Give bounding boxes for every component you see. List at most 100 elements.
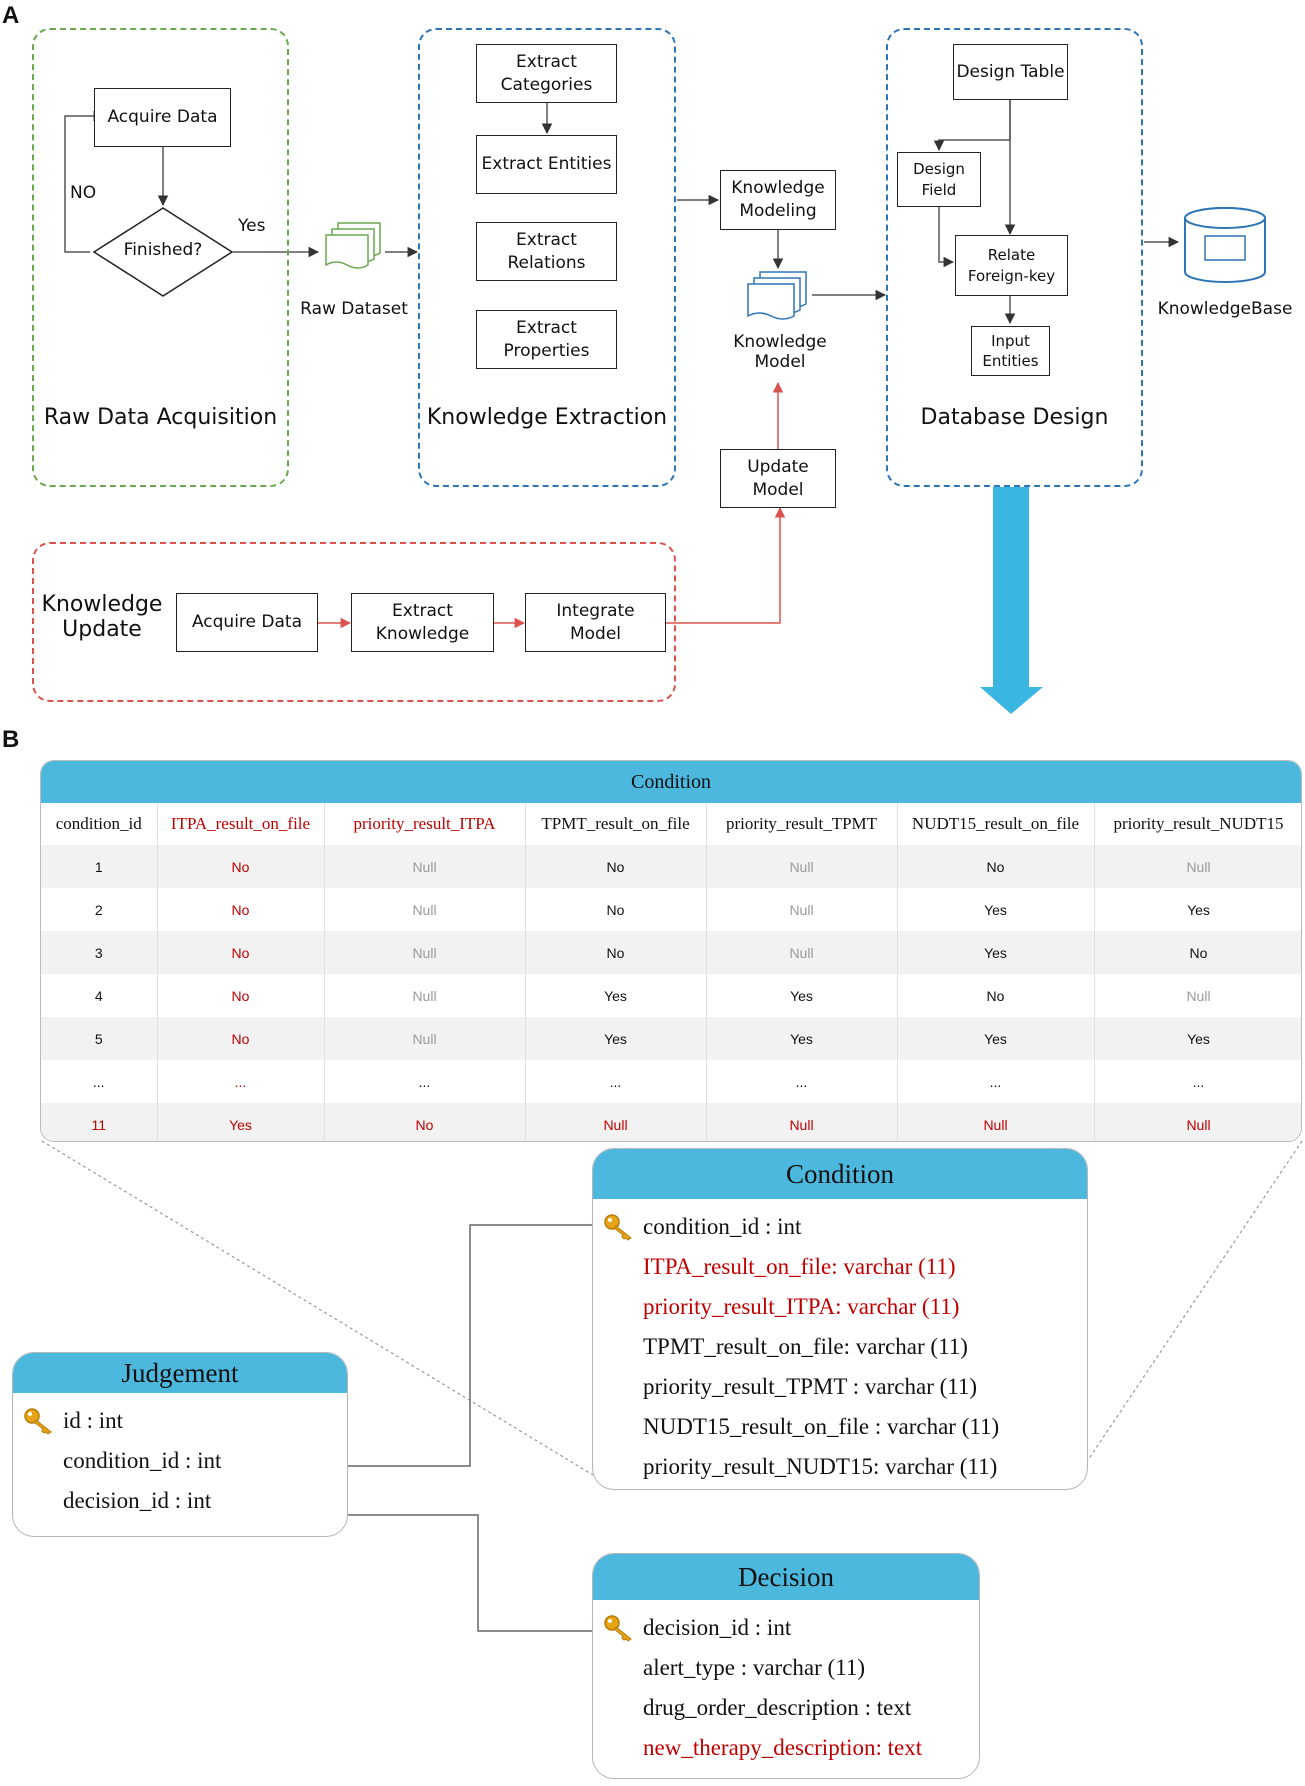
table-cell: Yes	[1094, 1017, 1301, 1060]
table-cell: ...	[1094, 1060, 1301, 1103]
raw-data-acquisition-title: Raw Data Acquisition	[43, 405, 278, 430]
panel-label-b: B	[2, 726, 20, 753]
field-label: priority_result_NUDT15: varchar (11)	[643, 1454, 998, 1479]
entity-field: drug_order_description : text	[593, 1688, 979, 1728]
condition-entity-title: Condition	[593, 1149, 1087, 1199]
table-cell: Null	[706, 931, 898, 974]
table-cell: No	[525, 845, 707, 888]
table-cell: Null	[324, 845, 526, 888]
table-cell: ...	[41, 1060, 158, 1103]
column-header: ITPA_result_on_file	[157, 803, 325, 845]
entity-field: priority_result_ITPA: varchar (11)	[593, 1287, 1087, 1327]
extract-knowledge-box: Extract Knowledge	[351, 593, 494, 652]
table-cell: ...	[897, 1060, 1095, 1103]
entity-field: priority_result_NUDT15: varchar (11)	[593, 1447, 1087, 1487]
database-design-title: Database Design	[920, 405, 1109, 430]
knowledge-extraction-group	[418, 28, 676, 487]
field-label: alert_type : varchar (11)	[643, 1655, 866, 1680]
entity-field: id : int	[13, 1401, 347, 1441]
table-cell: No	[157, 888, 325, 931]
extract-entities-box: Extract Entities	[476, 135, 617, 194]
raw-dataset-label: Raw Dataset	[300, 299, 408, 319]
no-label: NO	[70, 183, 97, 203]
table-cell: Null	[706, 1103, 898, 1141]
field-label: ITPA_result_on_file: varchar (11)	[643, 1254, 956, 1279]
table-cell: Null	[1094, 1103, 1301, 1141]
entity-field: ITPA_result_on_file: varchar (11)	[593, 1247, 1087, 1287]
extract-categories-box: Extract Categories	[476, 44, 617, 103]
extract-relations-box: Extract Relations	[476, 222, 617, 281]
table-cell: Yes	[525, 974, 707, 1017]
table-cell: Null	[324, 931, 526, 974]
table-cell: No	[157, 845, 325, 888]
integrate-model-box: Integrate Model	[525, 593, 666, 652]
table-cell: ...	[525, 1060, 707, 1103]
judgement-entity-title: Judgement	[13, 1353, 347, 1393]
table-cell: ...	[324, 1060, 526, 1103]
table-cell: Null	[525, 1103, 707, 1141]
table-cell: No	[157, 974, 325, 1017]
design-field-box: Design Field	[897, 152, 981, 207]
yes-label: Yes	[238, 216, 266, 236]
decision-entity-fields: decision_id : int alert_type : varchar (1…	[593, 1600, 979, 1768]
table-cell: Null	[706, 845, 898, 888]
field-label: TPMT_result_on_file: varchar (11)	[643, 1334, 968, 1359]
field-label: NUDT15_result_on_file : varchar (11)	[643, 1414, 1000, 1439]
table-cell: No	[157, 931, 325, 974]
table-cell: Null	[1094, 845, 1301, 888]
entity-field: decision_id : int	[13, 1481, 347, 1521]
knowledge-modeling-box: Knowledge Modeling	[720, 170, 836, 230]
table-cell: No	[1094, 931, 1301, 974]
table-cell: 3	[41, 931, 158, 974]
panel-label-a: A	[2, 2, 20, 29]
entity-field: TPMT_result_on_file: varchar (11)	[593, 1327, 1087, 1367]
knowledge-extraction-title: Knowledge Extraction	[426, 405, 668, 430]
knowledge-update-group	[32, 542, 676, 702]
table-cell: Null	[706, 888, 898, 931]
database-icon	[1184, 207, 1266, 283]
table-cell: Yes	[897, 931, 1095, 974]
field-label: priority_result_TPMT : varchar (11)	[643, 1374, 978, 1399]
table-cell: Null	[324, 888, 526, 931]
document-stack-icon	[747, 271, 807, 320]
table-cell: Yes	[1094, 888, 1301, 931]
raw-data-acquisition-group	[32, 28, 289, 487]
entity-field: NUDT15_result_on_file : varchar (11)	[593, 1407, 1087, 1447]
database-design-group	[886, 28, 1143, 487]
field-label: decision_id : int	[643, 1615, 792, 1640]
table-cell: Yes	[525, 1017, 707, 1060]
finished-label: Finished?	[123, 240, 203, 260]
table-cell: No	[525, 888, 707, 931]
table-cell: No	[157, 1017, 325, 1060]
relate-foreign-key-box: Relate Foreign-key	[955, 235, 1068, 296]
table-cell: 1	[41, 845, 158, 888]
table-cell: ...	[157, 1060, 325, 1103]
table-cell: Yes	[706, 974, 898, 1017]
field-label: decision_id : int	[63, 1488, 212, 1513]
entity-field: alert_type : varchar (11)	[593, 1648, 979, 1688]
decision-entity-title: Decision	[593, 1554, 979, 1600]
column-header: priority_result_TPMT	[706, 803, 898, 845]
column-header: priority_result_ITPA	[324, 803, 526, 845]
field-label: drug_order_description : text	[643, 1695, 912, 1720]
table-cell: ...	[706, 1060, 898, 1103]
column-header: TPMT_result_on_file	[525, 803, 707, 845]
table-cell: Yes	[897, 888, 1095, 931]
table-cell: Null	[1094, 974, 1301, 1017]
table-cell: Yes	[157, 1103, 325, 1141]
entity-field: priority_result_TPMT : varchar (11)	[593, 1367, 1087, 1407]
column-header: priority_result_NUDT15	[1094, 803, 1301, 845]
document-stack-icon	[325, 222, 381, 269]
table-cell: No	[324, 1103, 526, 1141]
table-cell: No	[897, 845, 1095, 888]
